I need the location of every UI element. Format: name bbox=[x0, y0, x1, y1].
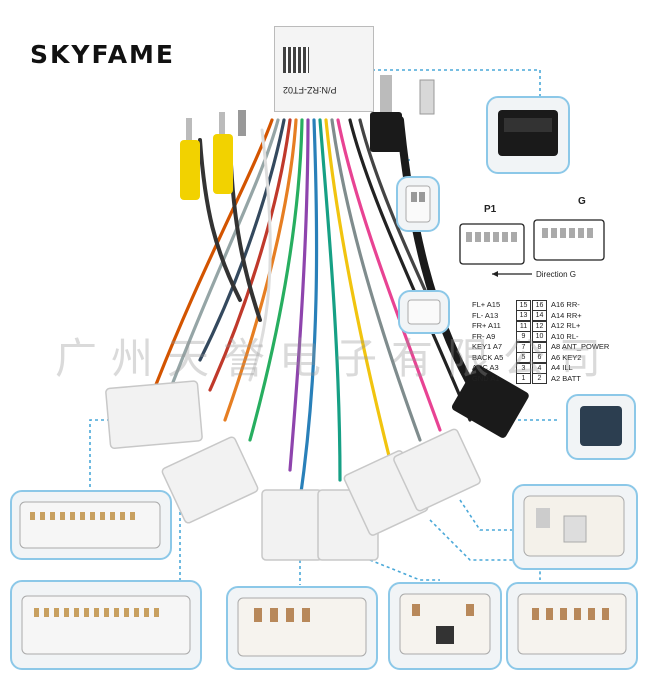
white-connectors bbox=[105, 380, 481, 561]
left-connector-a-icon bbox=[19, 501, 161, 549]
dark-module-icon bbox=[580, 406, 622, 446]
part-number: P/N:RZ-FT02 bbox=[283, 85, 337, 95]
module-label: P/N:RZ-FT02 bbox=[274, 26, 374, 112]
bottom-connector-b-icon bbox=[399, 593, 491, 655]
callout-mini-plug bbox=[398, 290, 450, 334]
callout-bottom-connector-b bbox=[388, 582, 502, 670]
bottom-connector-a-icon bbox=[237, 597, 367, 657]
callout-left-connector-b bbox=[10, 580, 202, 670]
qr-code bbox=[283, 47, 309, 73]
small-plug-icon bbox=[405, 185, 431, 223]
wire-bundle bbox=[148, 116, 484, 502]
callout-right-connector bbox=[512, 484, 638, 570]
connector-pinout-diagram bbox=[459, 219, 605, 277]
rca-plugs bbox=[180, 110, 246, 200]
mini-plug-icon bbox=[407, 299, 441, 325]
callout-bottom-connector-c bbox=[506, 582, 638, 670]
left-connector-b-icon bbox=[21, 595, 191, 655]
p1-label: P1 bbox=[484, 204, 497, 215]
callout-small-white-plug bbox=[396, 176, 440, 232]
callout-bottom-connector-a bbox=[226, 586, 378, 670]
right-connector-icon bbox=[523, 495, 625, 557]
callout-left-connector-a bbox=[10, 490, 172, 560]
antenna-adapter bbox=[370, 75, 529, 438]
g-label: G bbox=[578, 196, 586, 207]
callout-top-right-connector bbox=[486, 96, 570, 174]
black-connector-icon bbox=[498, 110, 558, 156]
direction-label: Direction G bbox=[536, 270, 577, 279]
bottom-connector-c-icon bbox=[517, 593, 627, 655]
callout-black-module bbox=[566, 394, 636, 460]
brand-logo: SKYFAME bbox=[30, 40, 175, 69]
